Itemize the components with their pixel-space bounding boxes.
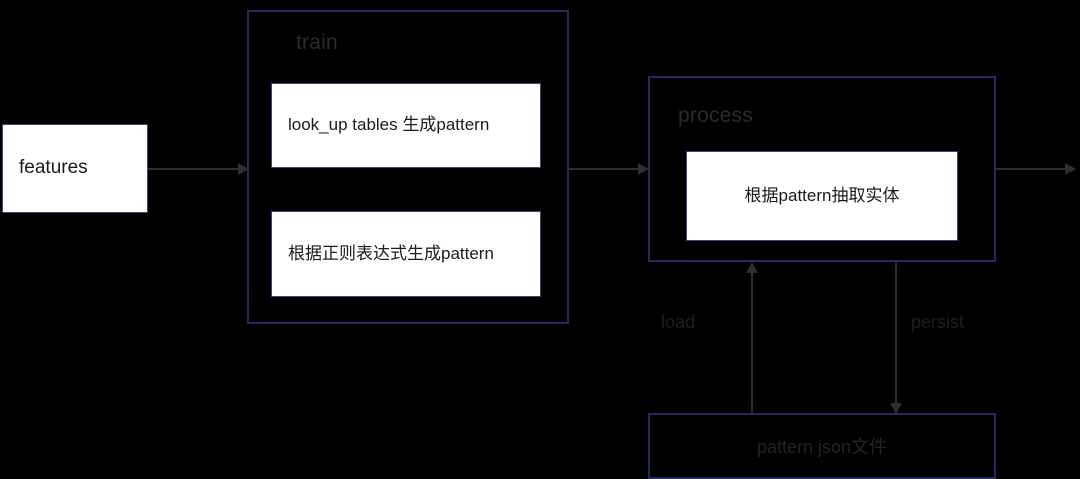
node-extract-entity-label: 根据pattern抽取实体 [744,185,900,205]
node-extract-entity[interactable]: 根据pattern抽取实体 [686,151,958,241]
node-pattern-file[interactable]: pattern json文件 [648,413,996,479]
group-train[interactable] [247,10,569,324]
node-lookup-tables[interactable]: look_up tables 生成pattern [271,83,541,168]
node-lookup-tables-label: look_up tables 生成pattern [288,115,490,135]
node-regex-pattern-label: 根据正则表达式生成pattern [288,243,494,263]
edge-load-arrowhead [746,262,758,273]
edge-features-to-train-arrowhead [238,163,249,175]
group-train-title: train [296,31,338,54]
node-features[interactable]: features [2,124,148,213]
edge-process-output-line [996,168,1069,170]
edge-persist-label: persist [911,312,965,332]
group-process[interactable] [648,76,996,262]
edge-persist-line [895,262,897,403]
node-pattern-file-label: pattern json文件 [756,437,888,457]
edge-process-output-arrowhead [1065,163,1076,175]
node-features-label: features [19,157,88,179]
node-regex-pattern[interactable]: 根据正则表达式生成pattern [271,211,541,297]
edge-load-line [751,273,753,414]
edge-persist-arrowhead [890,403,902,414]
edge-load-label: load [661,312,696,332]
edge-features-to-train-line [148,168,242,170]
edge-train-to-process-line [569,168,642,170]
group-process-title: process [678,104,753,127]
edge-train-to-process-arrowhead [638,163,649,175]
